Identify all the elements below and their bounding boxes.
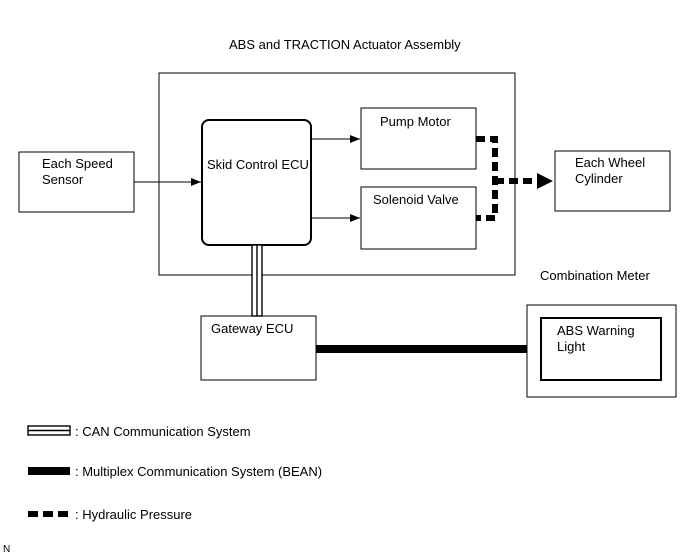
legend-bean-label: : Multiplex Communication System (BEAN) [75, 464, 323, 479]
actuator-assembly-frame [158, 72, 516, 276]
legend-can-symbol [27, 425, 71, 436]
gateway-ecu-box [200, 315, 317, 381]
legend-hydraulic-label: : Hydraulic Pressure [75, 507, 193, 522]
figure-code: N [3, 544, 11, 555]
abs-warning-light-label: ABS Warning Light [557, 323, 635, 354]
gateway-ecu-label: Gateway ECU [211, 321, 294, 336]
each-wheel-cylinder-label: Each Wheel Cylinder [575, 155, 646, 186]
pump-motor-label: Pump Motor [380, 114, 451, 129]
pump-motor-box [360, 107, 477, 170]
legend-bean-symbol [28, 467, 70, 475]
each-speed-sensor-label: Each Speed Sensor [42, 156, 113, 187]
skid-control-ecu-box [201, 119, 312, 246]
each-wheel-cylinder-box [554, 150, 671, 212]
combination-meter-label: Combination Meter [540, 268, 650, 283]
each-speed-sensor-box [18, 151, 135, 213]
legend-can-label: : CAN Communication System [75, 424, 251, 439]
solenoid-valve-label: Solenoid Valve [373, 192, 459, 207]
skid-control-ecu-label: Skid Control ECU [207, 157, 309, 172]
actuator-assembly-label: ABS and TRACTION Actuator Assembly [229, 37, 461, 52]
abs-warning-light-box [540, 317, 662, 381]
hydraulic-pressure-lines [476, 136, 553, 221]
can-communication-line [251, 244, 263, 317]
solenoid-valve-box [360, 186, 477, 250]
